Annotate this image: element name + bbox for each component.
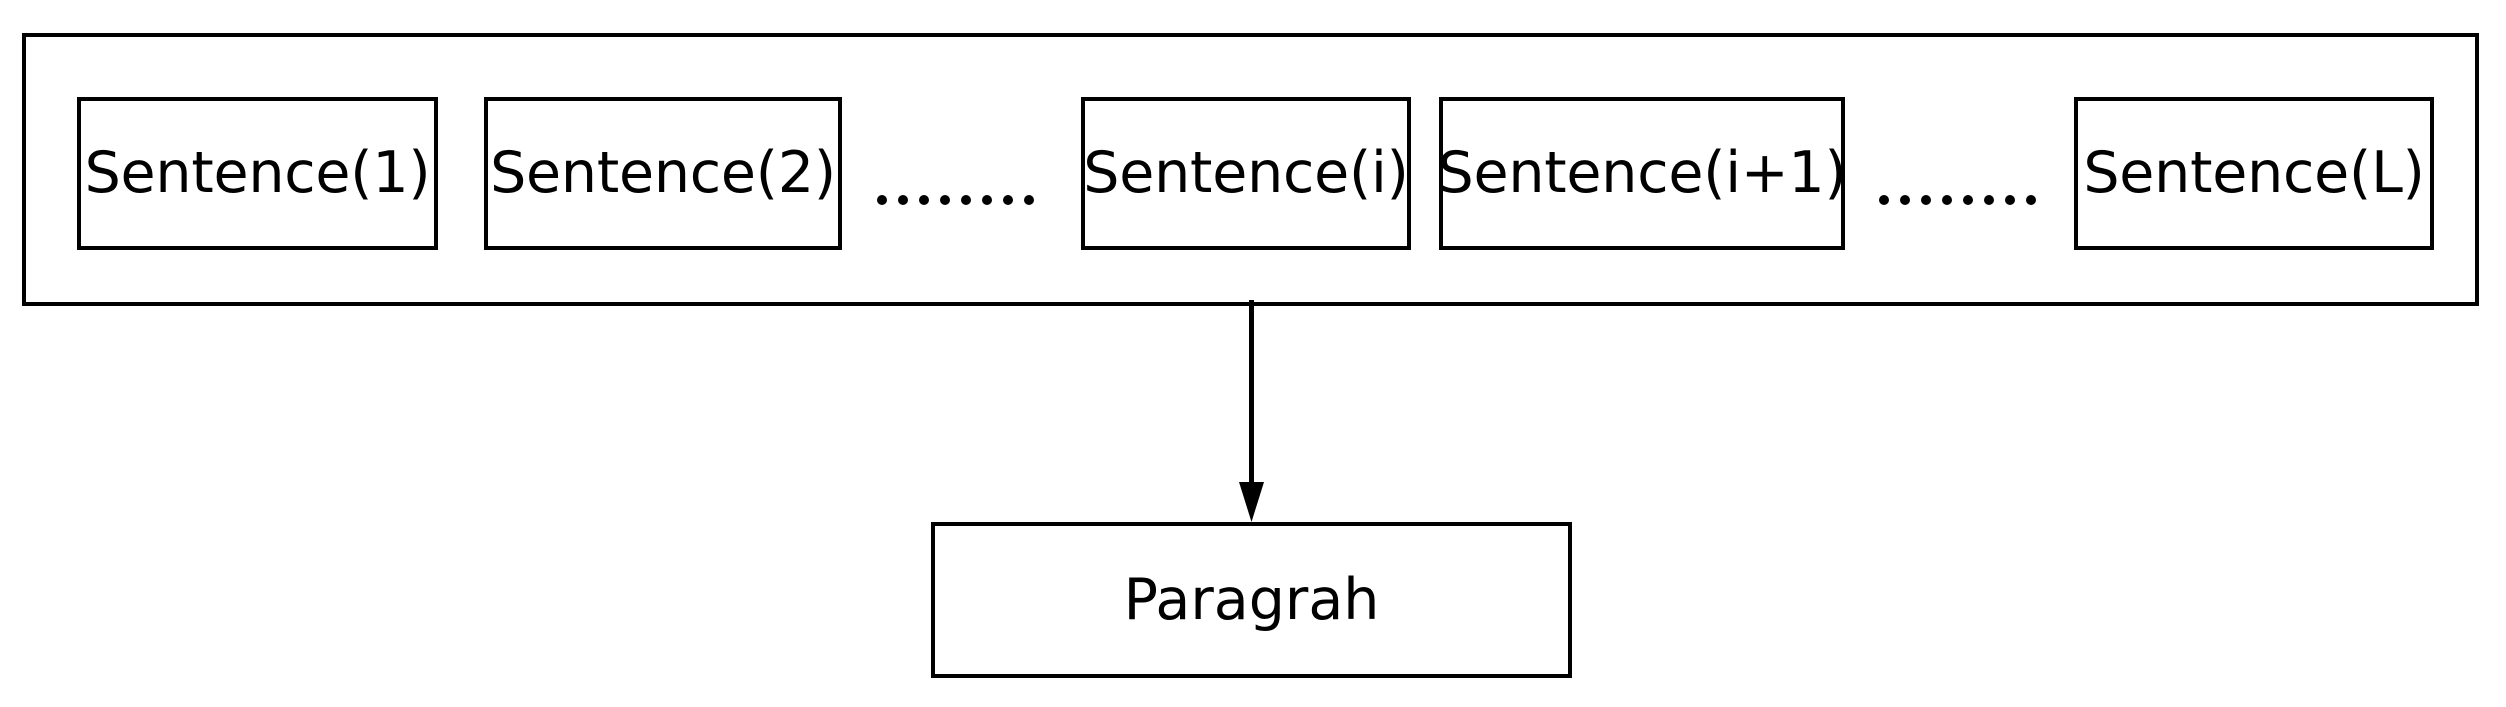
sentence-box-1[interactable]: Sentence(1)	[77, 97, 438, 250]
ellipsis-dot	[960, 194, 971, 205]
ellipsis-dot	[1920, 194, 1931, 205]
ellipsis-dot	[1983, 194, 1994, 205]
sentence-sequence-container: Sentence(1) Sentence(2) Sentence(i) Sent…	[22, 33, 2479, 306]
ellipsis-left	[876, 97, 1034, 250]
paragraph-box[interactable]: Paragrah	[931, 522, 1572, 678]
ellipsis-dot	[1878, 194, 1889, 205]
sentence-box-2-label: Sentence(2)	[490, 140, 836, 206]
ellipsis-dot	[1899, 194, 1910, 205]
sentence-box-i-plus-1-label: Sentence(i+1)	[1437, 140, 1847, 206]
downward-arrow-icon	[1239, 300, 1264, 522]
arrow-head	[1239, 482, 1264, 522]
ellipsis-dot	[2004, 194, 2015, 205]
ellipsis-dot	[897, 194, 908, 205]
ellipsis-dot	[1962, 194, 1973, 205]
ellipsis-dot	[939, 194, 950, 205]
ellipsis-dot	[2025, 194, 2036, 205]
ellipsis-right	[1878, 97, 2036, 250]
sentence-box-1-label: Sentence(1)	[84, 140, 431, 206]
ellipsis-dot	[1023, 194, 1034, 205]
ellipsis-dot	[981, 194, 992, 205]
ellipsis-dot	[918, 194, 929, 205]
ellipsis-dot	[1002, 194, 1013, 205]
ellipsis-dot	[1941, 194, 1952, 205]
sentence-box-i[interactable]: Sentence(i)	[1081, 97, 1411, 250]
sentence-box-2[interactable]: Sentence(2)	[484, 97, 842, 250]
sentence-box-L[interactable]: Sentence(L)	[2074, 97, 2434, 250]
ellipsis-dot	[876, 194, 887, 205]
sentence-box-L-label: Sentence(L)	[2083, 140, 2425, 206]
sentence-box-i-label: Sentence(i)	[1083, 140, 1409, 206]
sentence-box-i-plus-1[interactable]: Sentence(i+1)	[1437, 97, 1847, 250]
paragraph-box-label: Paragrah	[1123, 566, 1380, 633]
